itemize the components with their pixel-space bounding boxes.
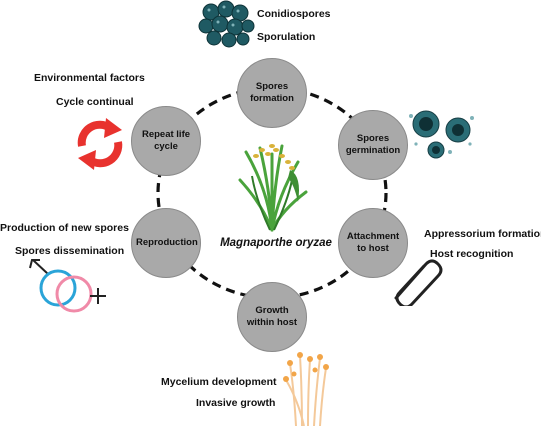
conidiospores-label: Conidiospores [257, 8, 331, 20]
cycle-continual-label: Cycle continual [56, 96, 134, 108]
pathogen-name: Magnaporthe oryzae [220, 237, 332, 249]
appressorium-formation-label: Appressorium formation [424, 228, 541, 240]
stage-attachment: Attachment to host [338, 208, 408, 278]
stage-repeat: Repeat life cycle [131, 106, 201, 176]
production-new-spores-label: Production of new spores [0, 222, 129, 234]
germinating-spores-icon [409, 110, 474, 159]
conidiospore-cluster-icon [198, 0, 255, 48]
stage-reproduction: Reproduction [131, 208, 201, 278]
mycelium-development-label: Mycelium development [161, 376, 277, 388]
sporulation-label: Sporulation [257, 31, 316, 43]
spores-dissemination-label: Spores dissemination [15, 245, 125, 257]
stage-spores-germination-text: Spores germination [345, 133, 401, 156]
stage-growth-text: Growth within host [246, 305, 298, 328]
stage-repeat-text: Repeat life cycle [141, 129, 191, 152]
mating-symbols-icon [29, 259, 106, 313]
stage-attachment-text: Attachment to host [346, 231, 400, 254]
invasive-growth-label: Invasive growth [196, 397, 276, 409]
stage-spores-germination: Spores germination [338, 110, 408, 180]
stage-reproduction-text: Reproduction [136, 237, 198, 248]
mycelium-icon [283, 352, 329, 426]
environmental-factors-label: Environmental factors [34, 72, 145, 84]
paperclip-icon [394, 259, 443, 306]
stage-spores-formation: Spores formation [237, 58, 307, 128]
stage-spores-formation-text: Spores formation [250, 81, 294, 104]
rice-plant-icon [238, 144, 308, 232]
cycle-arrows-icon [77, 118, 123, 170]
host-recognition-label: Host recognition [430, 248, 514, 260]
stage-growth: Growth within host [237, 282, 307, 352]
